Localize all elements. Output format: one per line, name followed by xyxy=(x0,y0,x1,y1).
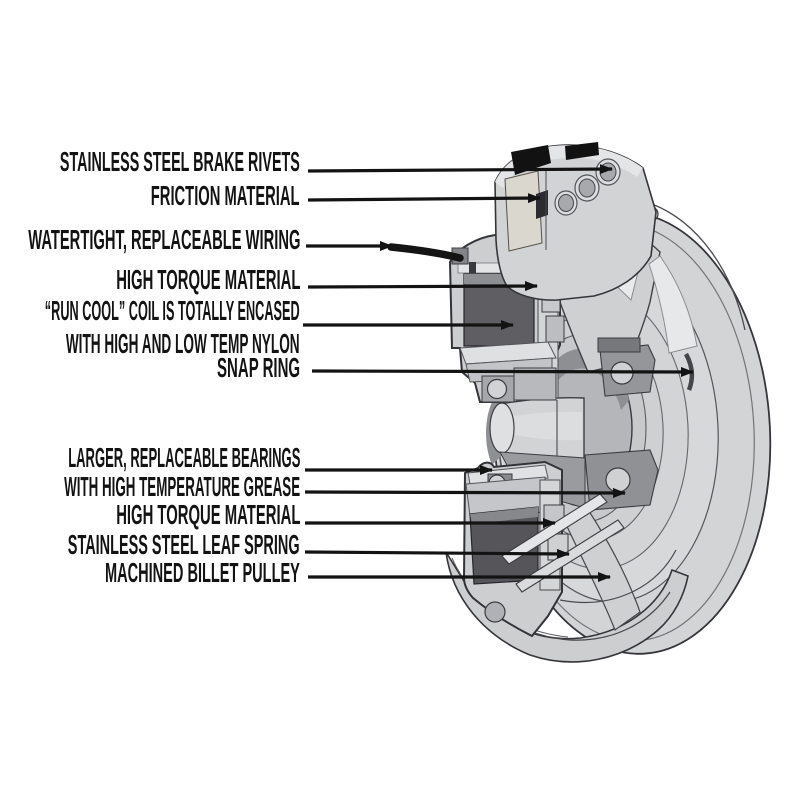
callout-label-brake-rivets: STAINLESS STEEL BRAKE RIVETS xyxy=(60,146,300,177)
leader-line-high-torque-upper xyxy=(307,281,538,292)
brake-friction-bar xyxy=(565,142,599,160)
leaf-spring-strip xyxy=(515,519,625,593)
leader-line-grease xyxy=(304,487,626,498)
leader-line-snap-ring xyxy=(311,366,694,377)
power-wire-group xyxy=(387,243,469,265)
lower-shell-section xyxy=(462,460,625,638)
hub-sleeve xyxy=(486,397,585,465)
callout-label-coil-line1: “RUN COOL” COIL IS TOTALLY ENCASED xyxy=(45,295,300,326)
callout-label-bearings-line2: WITH HIGH TEMPERATURE GREASE xyxy=(63,471,300,502)
friction-material-block xyxy=(504,170,543,252)
leader-line-leaf-spring xyxy=(304,548,570,559)
bearing-ball xyxy=(605,467,631,493)
callout-label-wiring: WATERTIGHT, REPLACEABLE WIRING xyxy=(27,224,300,255)
callout-label-bearings-line1: LARGER, REPLACEABLE BEARINGS xyxy=(67,442,300,473)
bolt-head xyxy=(484,601,506,623)
callout-label-coil-line2: WITH HIGH AND LOW TEMP NYLON xyxy=(66,328,300,359)
callout-label-snap-ring: SNAP RING xyxy=(216,352,300,383)
rivet-hole xyxy=(574,174,600,202)
leader-line-friction-material xyxy=(307,193,541,204)
callout-label-friction-material: FRICTION MATERIAL xyxy=(151,180,300,211)
callout-label-billet-pulley: MACHINED BILLET PULLEY xyxy=(105,557,300,588)
callout-label-high-torque-upper: HIGH TORQUE MATERIAL xyxy=(115,264,300,295)
callout-label-leaf-spring: STAINLESS STEEL LEAF SPRING xyxy=(68,529,300,560)
power-wire xyxy=(387,243,464,262)
leader-lines xyxy=(303,164,694,582)
callout-label-high-torque-lower: HIGH TORQUE MATERIAL xyxy=(115,499,300,530)
bearing-ball xyxy=(486,378,508,400)
rivet-hole xyxy=(595,158,621,186)
mounting-bracket xyxy=(494,142,657,301)
brake-friction-bar xyxy=(511,145,551,175)
leaf-spring-strip xyxy=(501,493,608,565)
leader-line-brake-rivets xyxy=(307,164,613,175)
rivet-hole xyxy=(554,190,578,216)
